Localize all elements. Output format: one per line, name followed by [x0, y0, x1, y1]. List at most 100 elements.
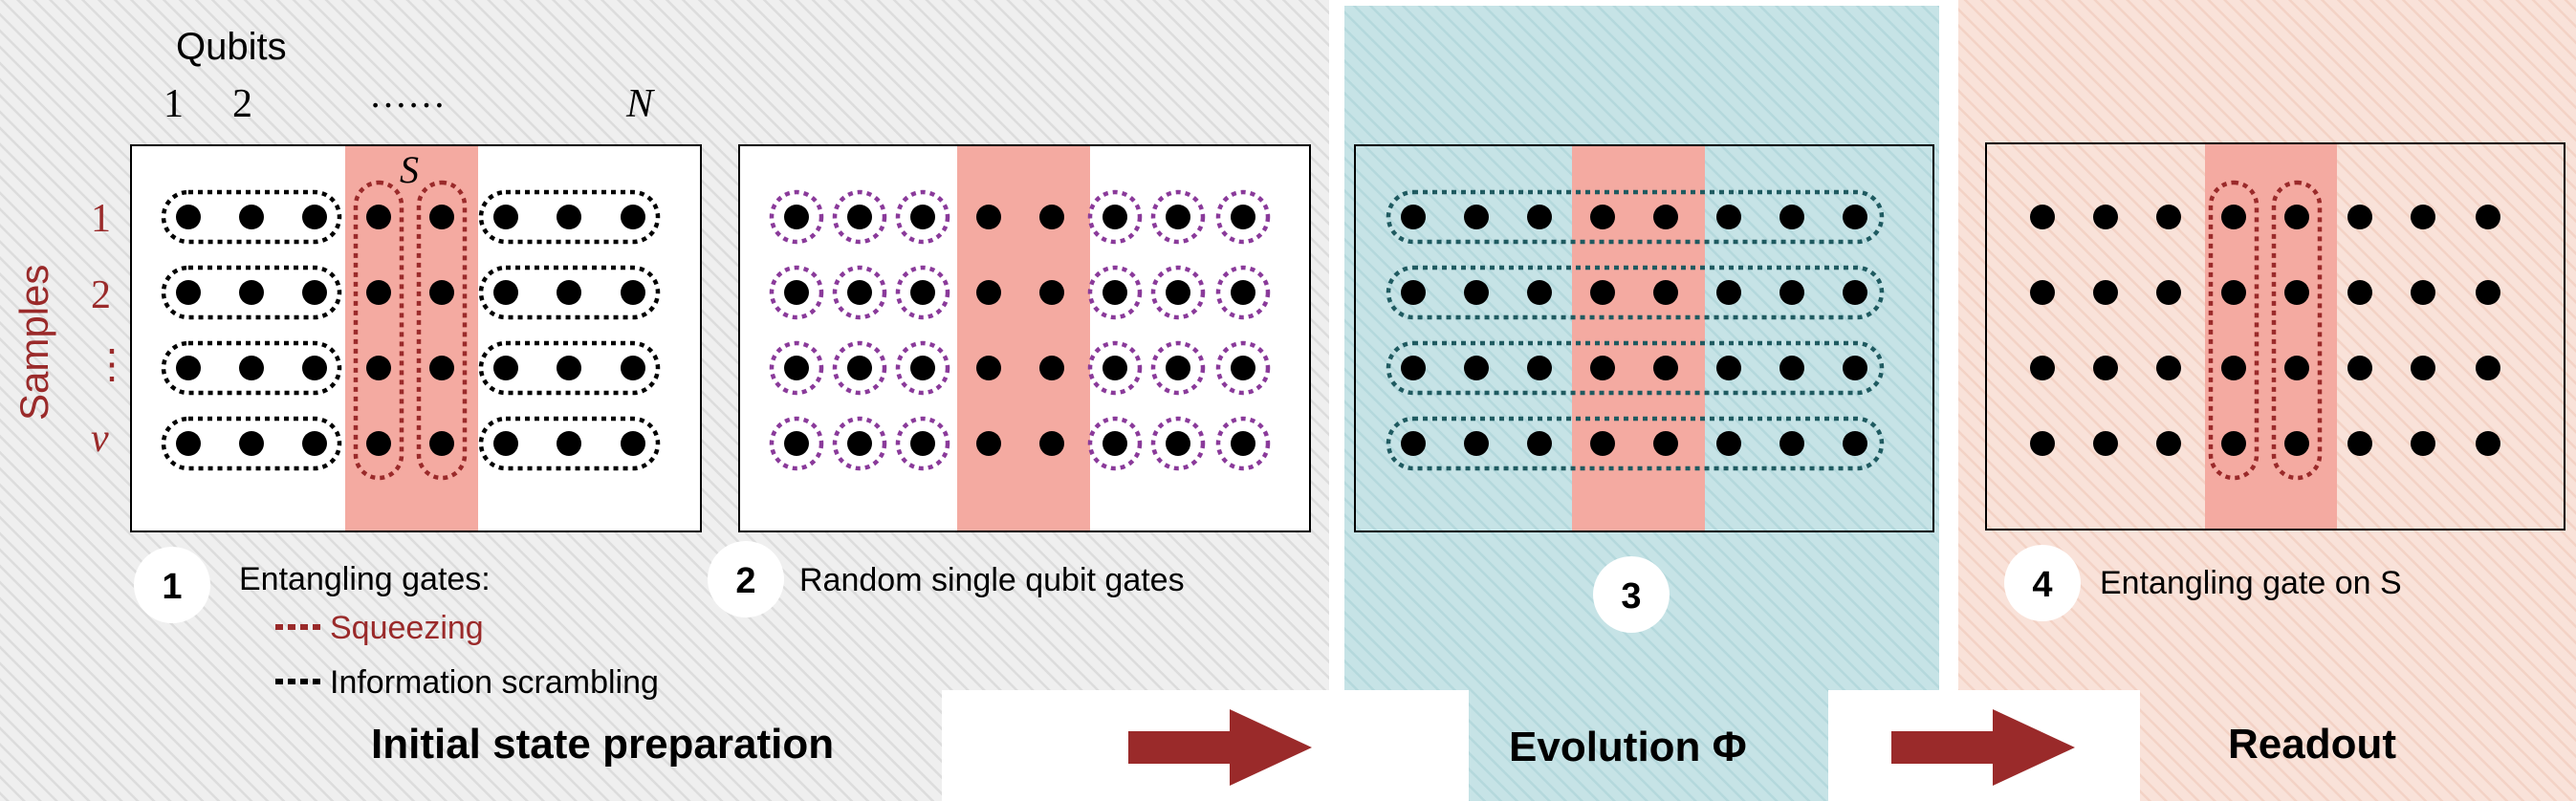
subsystem-stripe-4 — [2205, 143, 2337, 530]
scrambling-outline-left-1 — [161, 189, 342, 245]
qubit-dot — [1653, 356, 1678, 380]
qubit-dot — [784, 431, 809, 456]
qubit-dot — [2347, 431, 2372, 456]
qubit-dot — [1716, 356, 1741, 380]
qubit-dot — [1102, 205, 1127, 229]
qubit-dot — [1779, 280, 1804, 305]
qubit-dot — [557, 431, 581, 456]
subsystem-stripe-1 — [345, 145, 478, 531]
qubit-dot — [2347, 280, 2372, 305]
scrambling-outline-right-1 — [478, 189, 661, 245]
qubit-dot — [2476, 356, 2500, 380]
step-2-badge: 2 — [708, 541, 784, 617]
qubit-dot — [621, 280, 645, 305]
qubit-dot — [2030, 356, 2055, 380]
qubit-dot — [1039, 205, 1064, 229]
qubit-dot — [621, 205, 645, 229]
qubit-dot — [2411, 280, 2435, 305]
qubit-dot — [2476, 431, 2500, 456]
qubit-dot — [366, 205, 391, 229]
qubit-dot — [302, 356, 327, 380]
single-qubit-gate-ring — [1150, 189, 1206, 245]
scrambling-outline-left-4 — [161, 416, 342, 471]
qubit-dot — [910, 431, 935, 456]
qubit-dot — [1464, 280, 1489, 305]
qubit-dot — [910, 205, 935, 229]
qubit-dot — [2411, 205, 2435, 229]
qubit-dot — [1590, 280, 1615, 305]
qubit-dot — [2221, 431, 2246, 456]
step-1-text: Entangling gates: — [239, 561, 491, 597]
single-qubit-gate-ring — [1215, 416, 1271, 471]
qubit-dot — [2221, 280, 2246, 305]
qubit-dot — [2093, 280, 2118, 305]
qubit-dot — [784, 205, 809, 229]
qubit-dot — [557, 280, 581, 305]
legend-squeezing-label: Squeezing — [330, 610, 484, 646]
scrambling-outline-right-4 — [478, 416, 661, 471]
qubit-dot — [1401, 205, 1426, 229]
scrambling-outline-right-3 — [478, 340, 661, 396]
qubit-dot — [1231, 280, 1255, 305]
qubit-dot — [976, 205, 1001, 229]
qubit-dot — [302, 431, 327, 456]
qubit-dot — [1401, 431, 1426, 456]
qubit-dot — [1716, 205, 1741, 229]
qubit-dot — [1401, 356, 1426, 380]
evolution-outline-4 — [1386, 416, 1885, 471]
qubit-dot — [2221, 205, 2246, 229]
qubit-dot — [1527, 205, 1552, 229]
qubit-dot — [557, 205, 581, 229]
single-qubit-gate-ring — [895, 340, 950, 396]
sample-index-2: 2 — [91, 273, 111, 317]
qubit-dot — [1039, 431, 1064, 456]
qubit-dot — [493, 280, 518, 305]
qubit-dot — [2347, 356, 2372, 380]
qubit-dot — [1401, 280, 1426, 305]
qubit-dot — [1039, 356, 1064, 380]
scrambling-outline-right-2 — [478, 265, 661, 320]
qubit-dot — [1779, 205, 1804, 229]
qubit-dot — [2284, 431, 2309, 456]
qubit-dot — [1716, 280, 1741, 305]
qubit-dot — [2156, 356, 2181, 380]
qubit-dot — [2476, 280, 2500, 305]
qubit-dot — [1653, 431, 1678, 456]
stage-title-initial: Initial state preparation — [371, 721, 834, 768]
single-qubit-gate-ring — [1150, 340, 1206, 396]
qubit-dot — [1102, 280, 1127, 305]
qubit-dot — [1653, 280, 1678, 305]
evolution-outline-1 — [1386, 189, 1885, 245]
qubit-dot — [2284, 205, 2309, 229]
qubit-dot — [1590, 205, 1615, 229]
qubit-dot — [176, 280, 201, 305]
sample-index-nu: ν — [91, 417, 109, 461]
qubit-dot — [1231, 431, 1255, 456]
qubit-dot — [366, 356, 391, 380]
qubit-dot — [2347, 205, 2372, 229]
qubit-dot — [2030, 431, 2055, 456]
qubit-dot — [176, 205, 201, 229]
step-1-number: 1 — [162, 567, 182, 607]
qubit-dot — [1527, 356, 1552, 380]
step-1-badge: 1 — [134, 547, 210, 623]
qubit-dot — [621, 356, 645, 380]
single-qubit-gate-ring — [1087, 189, 1143, 245]
qubit-dot — [1843, 431, 1867, 456]
single-qubit-gate-ring — [832, 189, 887, 245]
qubit-dot — [176, 356, 201, 380]
qubit-dot — [2093, 356, 2118, 380]
qubit-dot — [239, 205, 264, 229]
single-qubit-gate-ring — [1087, 416, 1143, 471]
qubit-dot — [976, 280, 1001, 305]
qubit-dot — [557, 356, 581, 380]
scrambling-outline-left-2 — [161, 265, 342, 320]
step-4-text: Entangling gate on S — [2100, 565, 2402, 601]
qubit-dot — [621, 431, 645, 456]
single-qubit-gate-ring — [1087, 340, 1143, 396]
qubit-dot — [910, 356, 935, 380]
qubit-dot — [302, 280, 327, 305]
stage-title-evolution: Evolution Φ — [1509, 724, 1747, 770]
qubit-dot — [1231, 205, 1255, 229]
